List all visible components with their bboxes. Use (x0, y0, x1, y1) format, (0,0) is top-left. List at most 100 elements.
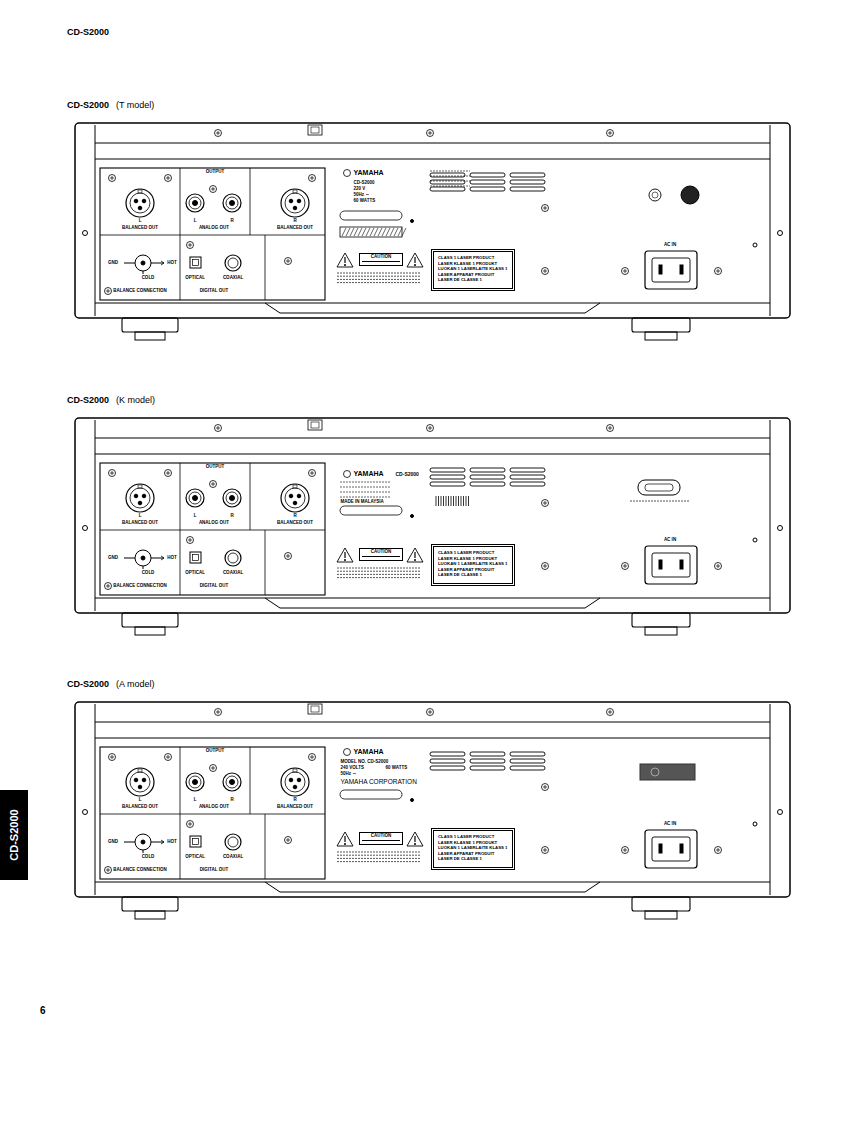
screw (168, 755, 169, 759)
dark-label (640, 764, 695, 780)
panel-label: COAXIAL (222, 571, 243, 576)
foot (645, 911, 677, 919)
panel-label: ANALOG OUT (198, 805, 229, 810)
warning-triangle (407, 253, 423, 267)
side-post (770, 125, 771, 316)
rca-jack (189, 197, 201, 209)
laser-warning-text: CLASS 1 LASER PRODUCT LASER KLASSE 1 PRO… (438, 550, 508, 578)
coaxial-jack (225, 255, 241, 271)
ac-inlet (652, 258, 690, 282)
top-tab (308, 125, 322, 135)
rca-jack (223, 194, 241, 212)
tab-text: CD-S2000 (8, 809, 20, 860)
vent-slot (430, 759, 465, 763)
panel-label: COLD (141, 855, 155, 860)
side-post (95, 704, 96, 895)
panel-label: BALANCE CONNECTION (113, 584, 168, 589)
screw (430, 131, 431, 135)
screw (715, 268, 722, 275)
panel-label: L (193, 219, 197, 224)
screw (210, 481, 217, 488)
screw (718, 848, 719, 852)
figure-title: CD-S2000 (67, 101, 109, 111)
vent-slot (470, 173, 505, 177)
fine-print (430, 170, 470, 171)
warning-triangle (407, 548, 423, 562)
plate-divider (250, 747, 251, 814)
rating-label: CD-S2000 (395, 472, 419, 478)
screw (187, 242, 194, 249)
vent-slot (510, 468, 545, 472)
xlr-jack (126, 189, 154, 217)
dot (411, 515, 414, 518)
vent-slot (430, 475, 465, 479)
screw (190, 822, 191, 826)
vent-slot (430, 752, 465, 756)
balance-symbol (161, 261, 164, 265)
plate-divider (250, 168, 251, 235)
xlr-pin (289, 778, 293, 782)
screw (718, 269, 719, 273)
xlr-pin (289, 494, 293, 498)
rca-jack (186, 773, 204, 791)
vent-slot (470, 482, 505, 486)
warning-triangle (344, 843, 345, 844)
vent-slot (470, 187, 505, 191)
hatched-label (386, 228, 390, 236)
side-hole (778, 526, 783, 531)
screw (427, 425, 434, 432)
top-tab (308, 704, 322, 714)
caution-label: CAUTION (359, 548, 403, 561)
yamaha-logo (344, 749, 351, 756)
fine-print (340, 481, 390, 482)
screw (108, 868, 109, 872)
dot (753, 822, 757, 826)
rating-label: 240 VOLTS (340, 766, 364, 771)
hatched-label (350, 228, 354, 236)
balance-symbol (124, 842, 135, 843)
plate-divider (250, 463, 251, 530)
panel-label: R (230, 514, 234, 519)
caution-text: CAUTION (362, 550, 400, 557)
xlr-latch (138, 190, 142, 193)
xlr-pin (134, 494, 138, 498)
side-post (95, 420, 96, 611)
screw (112, 471, 113, 475)
side-hole (778, 231, 783, 236)
panel-label: GND (108, 556, 119, 561)
screw (427, 709, 434, 716)
side-hole (83, 526, 88, 531)
screw (610, 710, 611, 714)
rca-jack (226, 776, 238, 788)
hatched-label (354, 228, 358, 236)
screw (215, 425, 222, 432)
screw (542, 268, 549, 275)
top-tab (311, 127, 319, 133)
screw (285, 258, 292, 265)
screw (288, 554, 289, 558)
side-post (770, 420, 771, 611)
screw (109, 175, 116, 182)
warning-triangle (414, 559, 415, 560)
screw (312, 176, 313, 180)
rating-label: YAMAHA (353, 169, 384, 177)
hatched-label (374, 228, 378, 236)
hatched-label (398, 228, 402, 236)
panel-label: BALANCED OUT (277, 226, 314, 231)
screw (607, 425, 614, 432)
rating-label: 50Hz ～ (340, 772, 358, 777)
panel-label: COLD (141, 276, 155, 281)
screw (715, 563, 722, 570)
figure-title: (T model) (116, 101, 154, 111)
xlr-pin (142, 778, 146, 782)
bottom-plate (265, 303, 600, 313)
screw (165, 175, 172, 182)
rear-panel-edge (95, 882, 770, 883)
screw (108, 584, 109, 588)
vent-slot (510, 752, 545, 756)
foot (135, 627, 165, 635)
screw (285, 837, 292, 844)
screw (715, 847, 722, 854)
screw (718, 564, 719, 568)
rca-jack (186, 194, 204, 212)
